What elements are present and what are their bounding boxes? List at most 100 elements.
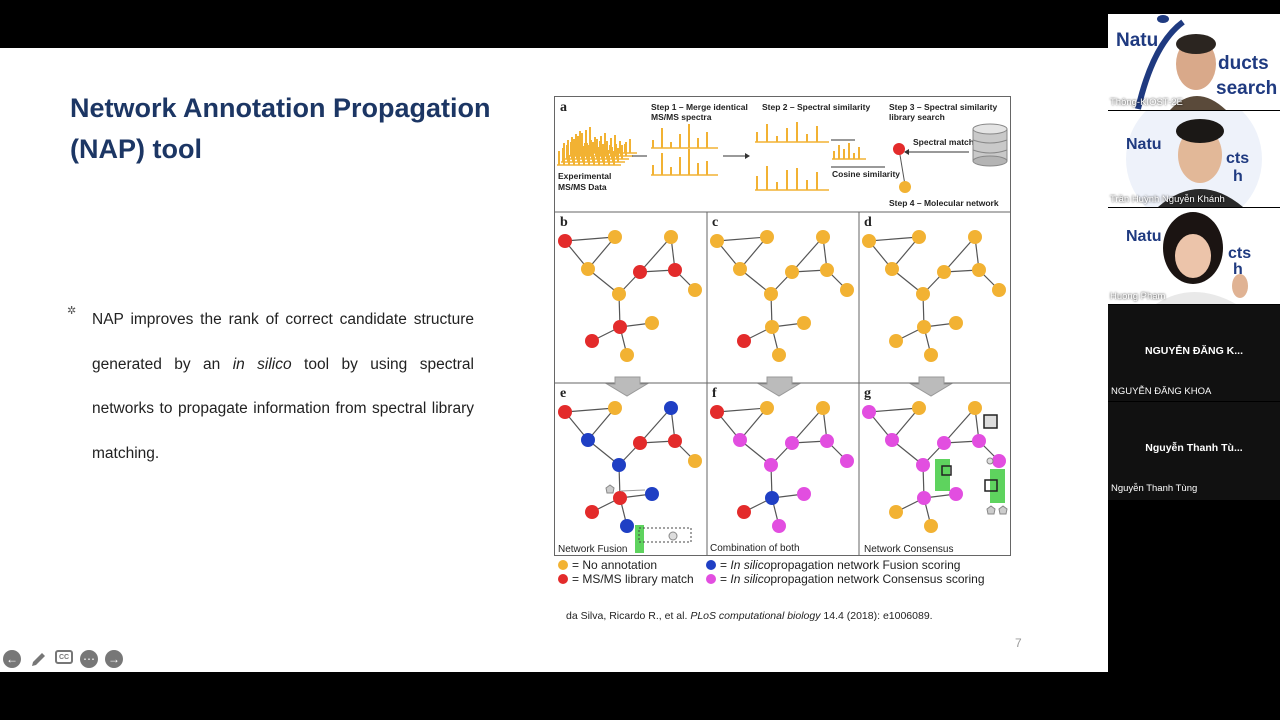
participant-tile[interactable]: Natu cts h Huong Pham: [1108, 208, 1280, 304]
more-icon[interactable]: ⋯: [80, 650, 98, 668]
participant-name: Thông-KIOST-2E: [1110, 97, 1183, 108]
step1-sub-label: MS/MS spectra: [651, 112, 712, 122]
presentation-slide: Network Annotation Propagation (NAP) too…: [0, 48, 1108, 672]
network-node: [668, 434, 682, 448]
bullet-text: NAP improves the rank of correct candida…: [92, 311, 474, 462]
network-edge: [716, 407, 768, 413]
legend-library-match: = MS/MS library match: [558, 572, 694, 586]
step4-label: Step 4 – Molecular network: [889, 198, 999, 208]
network-edge: [898, 148, 906, 186]
network-edge: [639, 236, 672, 273]
network-node: [968, 230, 982, 244]
magenta-dot-icon: [706, 574, 716, 584]
network-panel-c: [710, 230, 854, 362]
step2-label: Step 2 – Spectral similarity: [762, 102, 870, 112]
network-node: [772, 519, 786, 533]
network-node: [733, 433, 747, 447]
fusion-detail: [605, 484, 692, 553]
participant-name: NGUYỄN ĐĂNG KHOA: [1111, 386, 1212, 397]
cosine-spectra: [832, 143, 866, 160]
network-node: [585, 334, 599, 348]
database-icon: [972, 123, 1008, 167]
network-edge: [564, 407, 616, 413]
panel-letter-f: f: [712, 386, 717, 401]
participant-tile[interactable]: Natu ducts search Thông-KIOST-2E: [1108, 14, 1280, 110]
panel-letter-g: g: [864, 386, 871, 401]
panel-letter-e: e: [560, 386, 566, 401]
network-node: [785, 265, 799, 279]
network-node: [968, 401, 982, 415]
participant-tile[interactable]: Natu cts h Trần Huỳnh Nguyễn Khánh: [1108, 111, 1280, 207]
step1-label: Step 1 – Merge identical: [651, 102, 748, 112]
svg-text:cts: cts: [1228, 245, 1251, 262]
network-node: [797, 487, 811, 501]
msms-data-label: MS/MS Data: [558, 182, 607, 192]
red-dot-icon: [558, 574, 568, 584]
previous-icon[interactable]: ←: [3, 650, 21, 668]
brand-logo: Natu cts h: [1126, 212, 1251, 304]
network-node: [949, 316, 963, 330]
panel-letter-c: c: [712, 215, 718, 230]
network-node: [862, 234, 876, 248]
next-icon[interactable]: →: [105, 650, 123, 668]
down-arrow-icon: [909, 376, 953, 397]
caption-network-fusion: Network Fusion: [558, 544, 627, 555]
network-node: [733, 262, 747, 276]
pen-icon[interactable]: [28, 650, 48, 670]
network-node: [772, 348, 786, 362]
network-edge: [564, 236, 616, 242]
network-node: [840, 283, 854, 297]
network-node: [972, 434, 986, 448]
svg-text:h: h: [1233, 261, 1243, 278]
network-node: [916, 287, 930, 301]
participant-name: Nguyễn Thanh Tùng: [1111, 483, 1198, 494]
network-node: [765, 320, 779, 334]
network-node: [633, 265, 647, 279]
network-node: [764, 287, 778, 301]
down-arrow-icon: [605, 376, 649, 397]
page-number: 7: [1015, 636, 1022, 650]
svg-text:ducts: ducts: [1218, 53, 1269, 74]
brand-logo: Natu ducts search: [1116, 15, 1277, 110]
video-feed: Natu cts h: [1108, 111, 1280, 207]
network-panels: [558, 230, 1006, 533]
network-node: [664, 230, 678, 244]
participant-tile[interactable]: NGUYỄN ĐĂNG K... NGUYỄN ĐĂNG KHOA: [1108, 305, 1280, 401]
participant-tile[interactable]: Nguyễn Thanh Tù... Nguyễn Thanh Tùng: [1108, 402, 1280, 500]
network-node: [664, 401, 678, 415]
arrowhead: [745, 153, 750, 159]
network-node: [937, 265, 951, 279]
network-node: [710, 405, 724, 419]
network-panel-d: [862, 230, 1006, 362]
svg-text:Natu: Natu: [1126, 228, 1162, 245]
network-node: [972, 263, 986, 277]
network-node: [992, 283, 1006, 297]
network-node: [917, 320, 931, 334]
captions-icon[interactable]: CC: [55, 650, 73, 664]
cosine-label: Cosine similarity: [832, 169, 900, 179]
slide-controls: ← CC ⋯ →: [3, 650, 123, 670]
legend-fusion: = In silico propagation network Fusion s…: [706, 558, 960, 572]
citation: da Silva, Ricardo R., et al. PLoS comput…: [566, 610, 933, 622]
network-node: [840, 454, 854, 468]
network-edge: [868, 407, 920, 413]
network-node: [917, 491, 931, 505]
network-node: [820, 434, 834, 448]
network-node: [612, 458, 626, 472]
network-node: [816, 230, 830, 244]
down-arrow-icon: [757, 376, 801, 397]
svg-text:h: h: [1233, 168, 1243, 185]
network-node: [889, 505, 903, 519]
network-node: [924, 348, 938, 362]
legend-consensus: = In silico propagation network Consensu…: [706, 572, 985, 586]
network-node: [608, 401, 622, 415]
spectral-match-label: Spectral match: [913, 137, 974, 147]
video-feed: Natu cts h: [1108, 208, 1280, 304]
network-node: [613, 491, 627, 505]
svg-text:search: search: [1216, 78, 1277, 99]
network-node: [760, 230, 774, 244]
slide-title: Network Annotation Propagation (NAP) too…: [70, 93, 491, 164]
network-panel-b: [558, 230, 702, 362]
brand-logo: Natu cts h: [1126, 111, 1262, 207]
experimental-spectra: [557, 127, 637, 166]
